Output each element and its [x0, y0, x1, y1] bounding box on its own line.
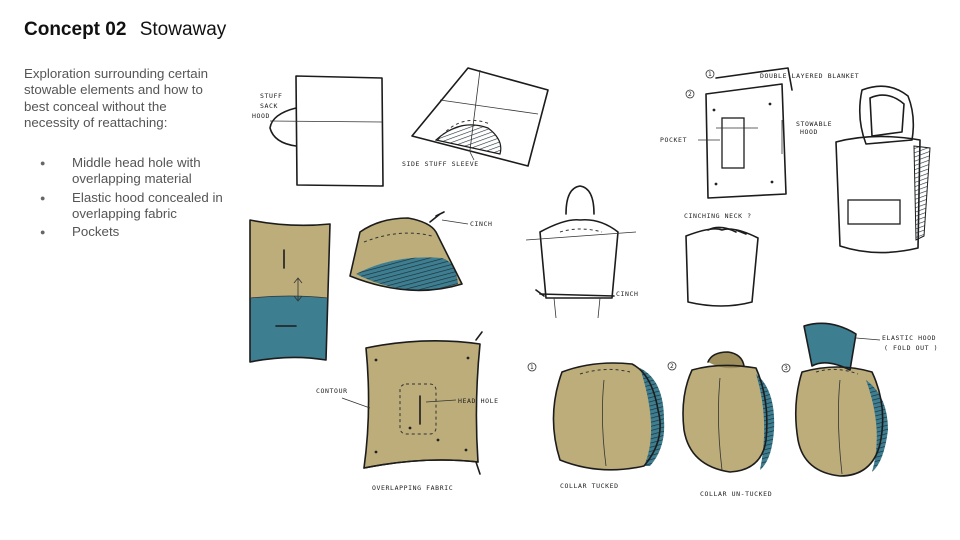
concept-number: Concept 02: [24, 19, 127, 40]
label-cinch: CINCH: [470, 220, 493, 228]
collar-tucked-sketch: 1 COLLAR TUCKED: [527, 362, 665, 490]
label-hood: HOOD: [252, 112, 270, 120]
cinch-hood-sketch: CINCH: [349, 211, 493, 292]
label-fold-out: ( FOLD OUT ): [884, 344, 938, 352]
label-side-stuff-sleeve: SIDE STUFF SLEEVE: [402, 160, 479, 168]
flat-panel-sketch: CONTOUR HEAD HOLE OVERLAPPING FABRIC: [316, 331, 499, 492]
label-pocket: POCKET: [660, 136, 687, 144]
list-item: Elastic hood concealed in overlapping fa…: [40, 190, 230, 223]
step-1: 1: [530, 364, 534, 371]
double-blanket-sketch: 1 2 DOUBLE LAYERED BLANKET POCKET STOWAB…: [660, 67, 859, 199]
tube-sketch: [249, 219, 331, 363]
label-double-layered-blanket: DOUBLE LAYERED BLANKET: [760, 72, 859, 80]
label-collar-untucked: COLLAR UN-TUCKED: [700, 490, 772, 498]
step-3: 3: [784, 365, 788, 372]
label-cinch-2: CINCH: [616, 290, 639, 298]
label-stowable: STOWABLE: [796, 120, 832, 128]
feature-list: Middle head hole with overlapping materi…: [40, 155, 230, 242]
label-cinching-neck: CINCHING NECK ?: [684, 212, 752, 220]
label-collar-tucked: COLLAR TUCKED: [560, 482, 619, 490]
cinching-neck-sketch: CINCHING NECK ?: [684, 212, 759, 307]
label-contour: CONTOUR: [316, 387, 348, 395]
list-item: Pockets: [40, 224, 230, 241]
label-elastic-hood: ELASTIC HOOD: [882, 334, 936, 342]
label-stuff: STUFF: [260, 92, 283, 100]
label-overlapping-fabric: OVERLAPPING FABRIC: [372, 484, 453, 492]
callout-2: 2: [688, 91, 692, 98]
label-hood-2: HOOD: [800, 128, 818, 136]
elastic-hood-sketch: 3 ELASTIC HOOD ( FOLD OUT ): [781, 322, 938, 477]
concept-name: Stowaway: [139, 19, 227, 40]
figure-vest-sketch: CINCH: [525, 185, 639, 319]
intro-text: Exploration surrounding certain stowable…: [24, 66, 209, 130]
slide-title: Concept 02 Stowaway: [24, 19, 226, 41]
callout-1: 1: [708, 71, 712, 78]
stuff-sack-sketch: STUFF SACK HOOD: [252, 75, 384, 187]
list-item: Middle head hole with overlapping materi…: [40, 155, 230, 188]
label-head-hole: HEAD HOLE: [458, 397, 499, 405]
label-sack: SACK: [260, 102, 278, 110]
side-sleeve-sketch: SIDE STUFF SLEEVE: [402, 67, 549, 168]
hooded-vest-sketch: [835, 85, 931, 254]
step-2: 2: [670, 363, 674, 370]
collar-untucked-sketch: 2 COLLAR UN-TUCKED: [667, 351, 775, 498]
